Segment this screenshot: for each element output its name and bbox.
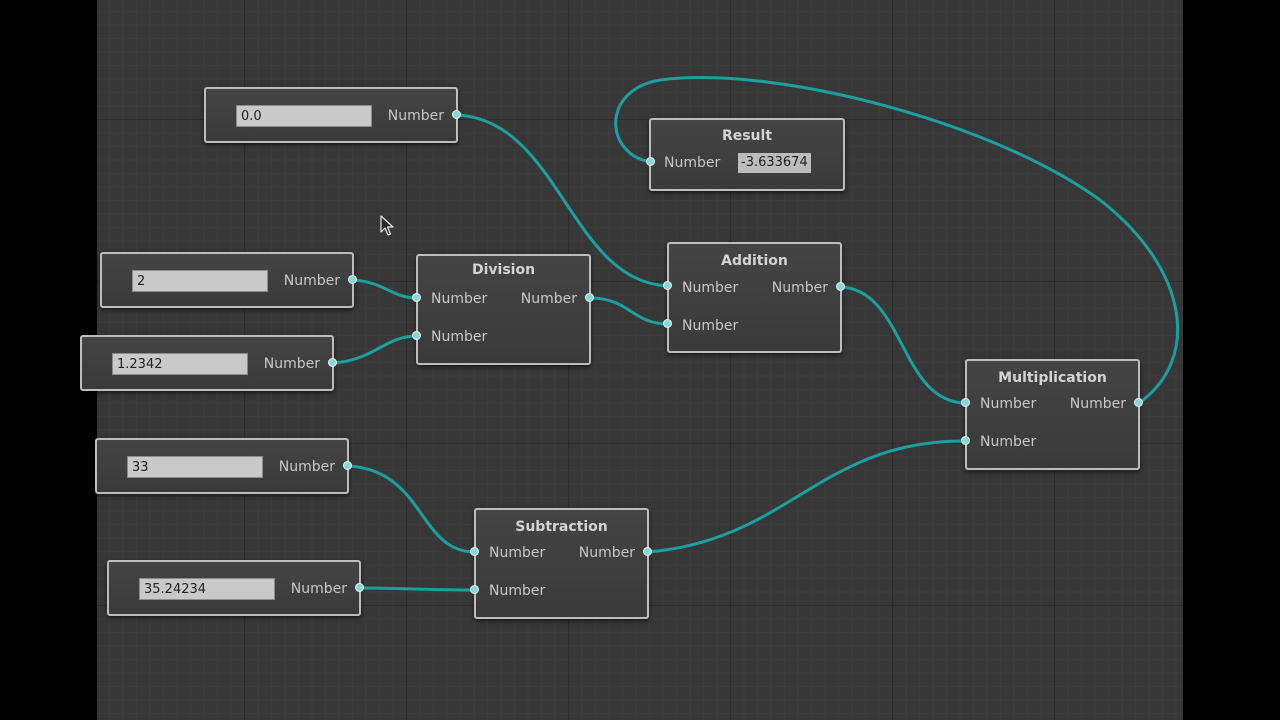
subtraction-input-1-label: Number [489, 545, 546, 561]
multiplication-input-1-label: Number [980, 396, 1037, 412]
subtraction-node[interactable]: Subtraction Number Number Number [474, 508, 649, 619]
input-b-output-port[interactable] [348, 275, 357, 284]
input-b-value-field[interactable] [132, 270, 268, 292]
input-node-b[interactable]: Number [100, 252, 354, 308]
addition-output-label: Number [771, 280, 828, 296]
input-d-output-label: Number [278, 459, 335, 475]
result-value-display: -3.633674 [738, 153, 811, 173]
subtraction-output-label: Number [578, 545, 635, 561]
division-input-1-label: Number [431, 291, 488, 307]
input-node-c[interactable]: Number [80, 335, 334, 391]
input-e-output-port[interactable] [355, 583, 364, 592]
multiplication-output-port[interactable] [1134, 398, 1143, 407]
input-c-output-port[interactable] [328, 358, 337, 367]
division-input-1-port[interactable] [412, 293, 421, 302]
multiplication-input-2-port[interactable] [961, 436, 970, 445]
multiplication-input-1-port[interactable] [961, 398, 970, 407]
input-c-output-label: Number [263, 356, 320, 372]
result-node[interactable]: Result Number -3.633674 [649, 118, 845, 191]
addition-input-2-label: Number [682, 318, 739, 334]
subtraction-input-2-port[interactable] [470, 585, 479, 594]
subtraction-node-title: Subtraction [515, 519, 608, 535]
subtraction-input-1-port[interactable] [470, 547, 479, 556]
addition-node-title: Addition [721, 253, 788, 269]
division-output-label: Number [520, 291, 577, 307]
input-d-output-port[interactable] [343, 461, 352, 470]
addition-input-1-port[interactable] [663, 281, 672, 290]
multiplication-input-2-label: Number [980, 434, 1037, 450]
addition-node[interactable]: Addition Number Number Number [667, 242, 842, 353]
input-a-output-port[interactable] [452, 110, 461, 119]
input-a-value-field[interactable] [236, 105, 372, 127]
result-input-port[interactable] [646, 157, 655, 166]
division-input-2-label: Number [431, 329, 488, 345]
addition-output-port[interactable] [836, 282, 845, 291]
addition-input-1-label: Number [682, 280, 739, 296]
multiplication-output-label: Number [1069, 396, 1126, 412]
input-d-value-field[interactable] [127, 456, 263, 478]
subtraction-input-2-label: Number [489, 583, 546, 599]
division-node[interactable]: Division Number Number Number [416, 254, 591, 365]
input-c-value-field[interactable] [112, 353, 248, 375]
division-node-title: Division [471, 262, 536, 278]
input-node-d[interactable]: Number [95, 438, 349, 494]
input-node-e[interactable]: Number [107, 560, 361, 616]
input-node-a[interactable]: Number [204, 87, 458, 143]
input-e-output-label: Number [290, 581, 347, 597]
result-node-title: Result [721, 128, 773, 144]
multiplication-node-title: Multiplication [998, 370, 1107, 386]
input-b-output-label: Number [283, 273, 340, 289]
multiplication-node[interactable]: Multiplication Number Number Number [965, 359, 1140, 470]
arrow-cursor-icon [380, 215, 394, 236]
division-input-2-port[interactable] [412, 331, 421, 340]
subtraction-output-port[interactable] [643, 547, 652, 556]
input-e-value-field[interactable] [139, 578, 275, 600]
input-a-output-label: Number [387, 108, 444, 124]
result-input-label: Number [664, 155, 721, 171]
division-output-port[interactable] [585, 293, 594, 302]
addition-input-2-port[interactable] [663, 319, 672, 328]
